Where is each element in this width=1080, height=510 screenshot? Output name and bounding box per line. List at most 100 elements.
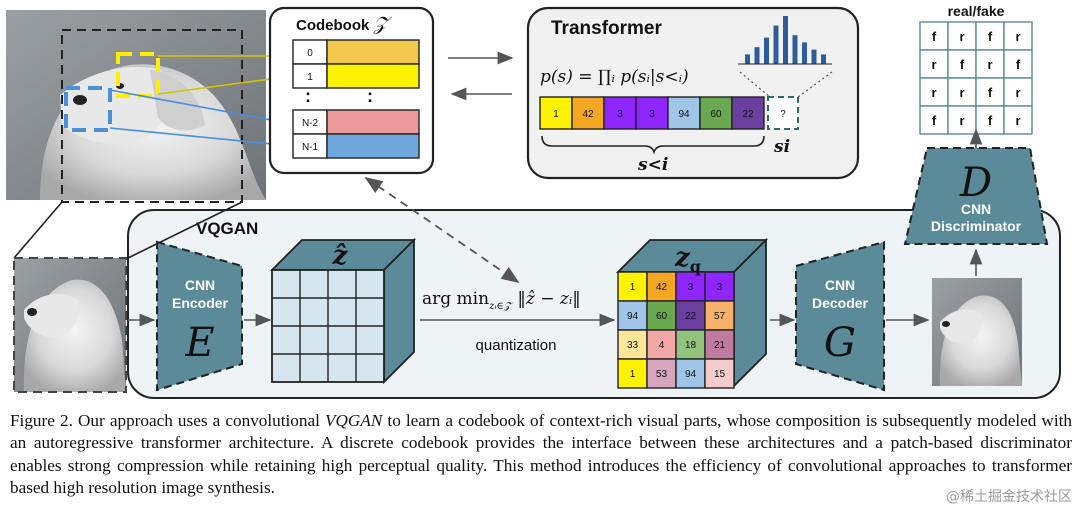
zq-value: 60 <box>656 311 668 322</box>
transformer-title: Transformer <box>551 18 662 39</box>
histogram-bar <box>764 37 769 64</box>
caption-label: Figure 2. <box>10 411 73 430</box>
token-value: 42 <box>582 109 594 120</box>
zq-value: 4 <box>659 340 665 351</box>
next-token-box <box>767 96 799 130</box>
next-token: ? <box>767 96 799 130</box>
realfake-value: f <box>988 113 993 128</box>
token-cell <box>667 96 701 130</box>
watermark: @稀土掘金技术社区 <box>946 489 1072 505</box>
codebook-vector <box>326 63 420 89</box>
histogram-bar <box>754 47 760 64</box>
realfake-cell <box>1003 77 1033 107</box>
probability-histogram <box>738 16 832 65</box>
figure-caption: Figure 2. Our approach uses a convolutio… <box>10 410 1072 500</box>
realfake-value: f <box>932 29 937 44</box>
decoder-symbol: G <box>824 320 856 366</box>
realfake-cell <box>975 21 1005 51</box>
encoder-symbol: E <box>184 320 214 366</box>
token-cell <box>635 96 669 130</box>
patch-blue-link-0 <box>109 89 294 125</box>
decoder-block <box>795 240 885 392</box>
decoder-line1: CNN <box>825 277 855 293</box>
realfake-value: r <box>959 29 964 44</box>
codebook-vector <box>326 39 420 65</box>
zq-value: 3 <box>688 282 694 293</box>
brace <box>541 135 765 155</box>
zq-value: 18 <box>685 340 697 351</box>
realfake-value: r <box>1015 85 1020 100</box>
realfake-value: f <box>1016 57 1021 72</box>
zq-label: zq <box>674 243 701 276</box>
zq-value: 94 <box>685 369 697 380</box>
zq-cell <box>617 358 648 389</box>
connector-right <box>127 201 243 259</box>
patch-blue <box>64 86 112 132</box>
next-token-value: ? <box>780 109 786 120</box>
patch-blue-link-1 <box>109 127 294 147</box>
realfake-value: r <box>959 113 964 128</box>
realfake-value: r <box>987 57 992 72</box>
histogram-bar <box>811 49 817 64</box>
zq-value: 22 <box>685 311 697 322</box>
decoder-line2: Decoder <box>812 295 869 311</box>
codebook-title: Codebook 𝒵 <box>296 13 393 35</box>
crop-region <box>61 29 243 203</box>
zq-value: 94 <box>627 311 639 322</box>
hist-guide-left <box>739 71 771 98</box>
caption-part1: Our approach uses a convolutional <box>72 411 326 430</box>
caption-part2: to learn a codebook of context-rich visu… <box>10 411 1072 498</box>
zq-value: 53 <box>656 369 668 380</box>
zhat-grid <box>272 270 384 382</box>
zq-value: 1 <box>630 282 636 293</box>
realfake-cell <box>1003 49 1033 79</box>
histogram-bar <box>821 54 826 64</box>
token-value: 94 <box>678 109 690 120</box>
zq-value: 1 <box>630 369 636 380</box>
codebook-vector <box>326 133 420 159</box>
input-image-frame <box>13 257 127 393</box>
zq-cell <box>646 358 677 389</box>
discriminator-line1: CNN <box>961 201 991 217</box>
caption-emph: VQGAN <box>325 411 383 430</box>
dog-image-large <box>6 10 266 200</box>
token-value: 1 <box>553 109 559 120</box>
realfake-title: real/fake <box>948 3 1005 19</box>
zq-cell <box>646 271 677 302</box>
histogram-bar <box>783 16 788 64</box>
next-label: si <box>773 137 790 157</box>
realfake-value: f <box>988 85 993 100</box>
zq-value: 21 <box>714 340 726 351</box>
realfake-value: r <box>931 57 936 72</box>
realfake-value: r <box>959 85 964 100</box>
discriminator-block <box>903 147 1049 245</box>
zq-value: 57 <box>714 311 726 322</box>
zq-cell <box>617 300 648 331</box>
zq-cell <box>675 271 706 302</box>
encoder-block <box>156 240 243 392</box>
zq-value: 15 <box>714 369 726 380</box>
zhat-label: ẑ <box>332 241 349 271</box>
zq-cell <box>704 358 735 389</box>
realfake-cell <box>919 49 949 79</box>
codebook-index: N-1 <box>302 142 319 153</box>
vqgan-title: VQGAN <box>196 219 258 238</box>
token-cell <box>699 96 733 130</box>
reconstructed-image <box>932 278 1022 386</box>
argmin-expression: arg minzᵢ∈𝒵‖ẑ − zᵢ‖ <box>422 289 581 312</box>
transformer-formula: p(s) = ∏ᵢ p(sᵢ|s<ᵢ) <box>540 67 689 87</box>
encoder-line1: CNN <box>185 277 215 293</box>
realfake-value: r <box>931 85 936 100</box>
realfake-cell <box>1003 105 1033 135</box>
histogram-bar <box>773 25 779 65</box>
discriminator-line2: Discriminator <box>931 218 1022 234</box>
brace-label: s<i <box>637 155 668 175</box>
discriminator-symbol: D <box>959 160 992 206</box>
connector-left <box>13 201 63 259</box>
histogram-bar <box>802 42 807 64</box>
